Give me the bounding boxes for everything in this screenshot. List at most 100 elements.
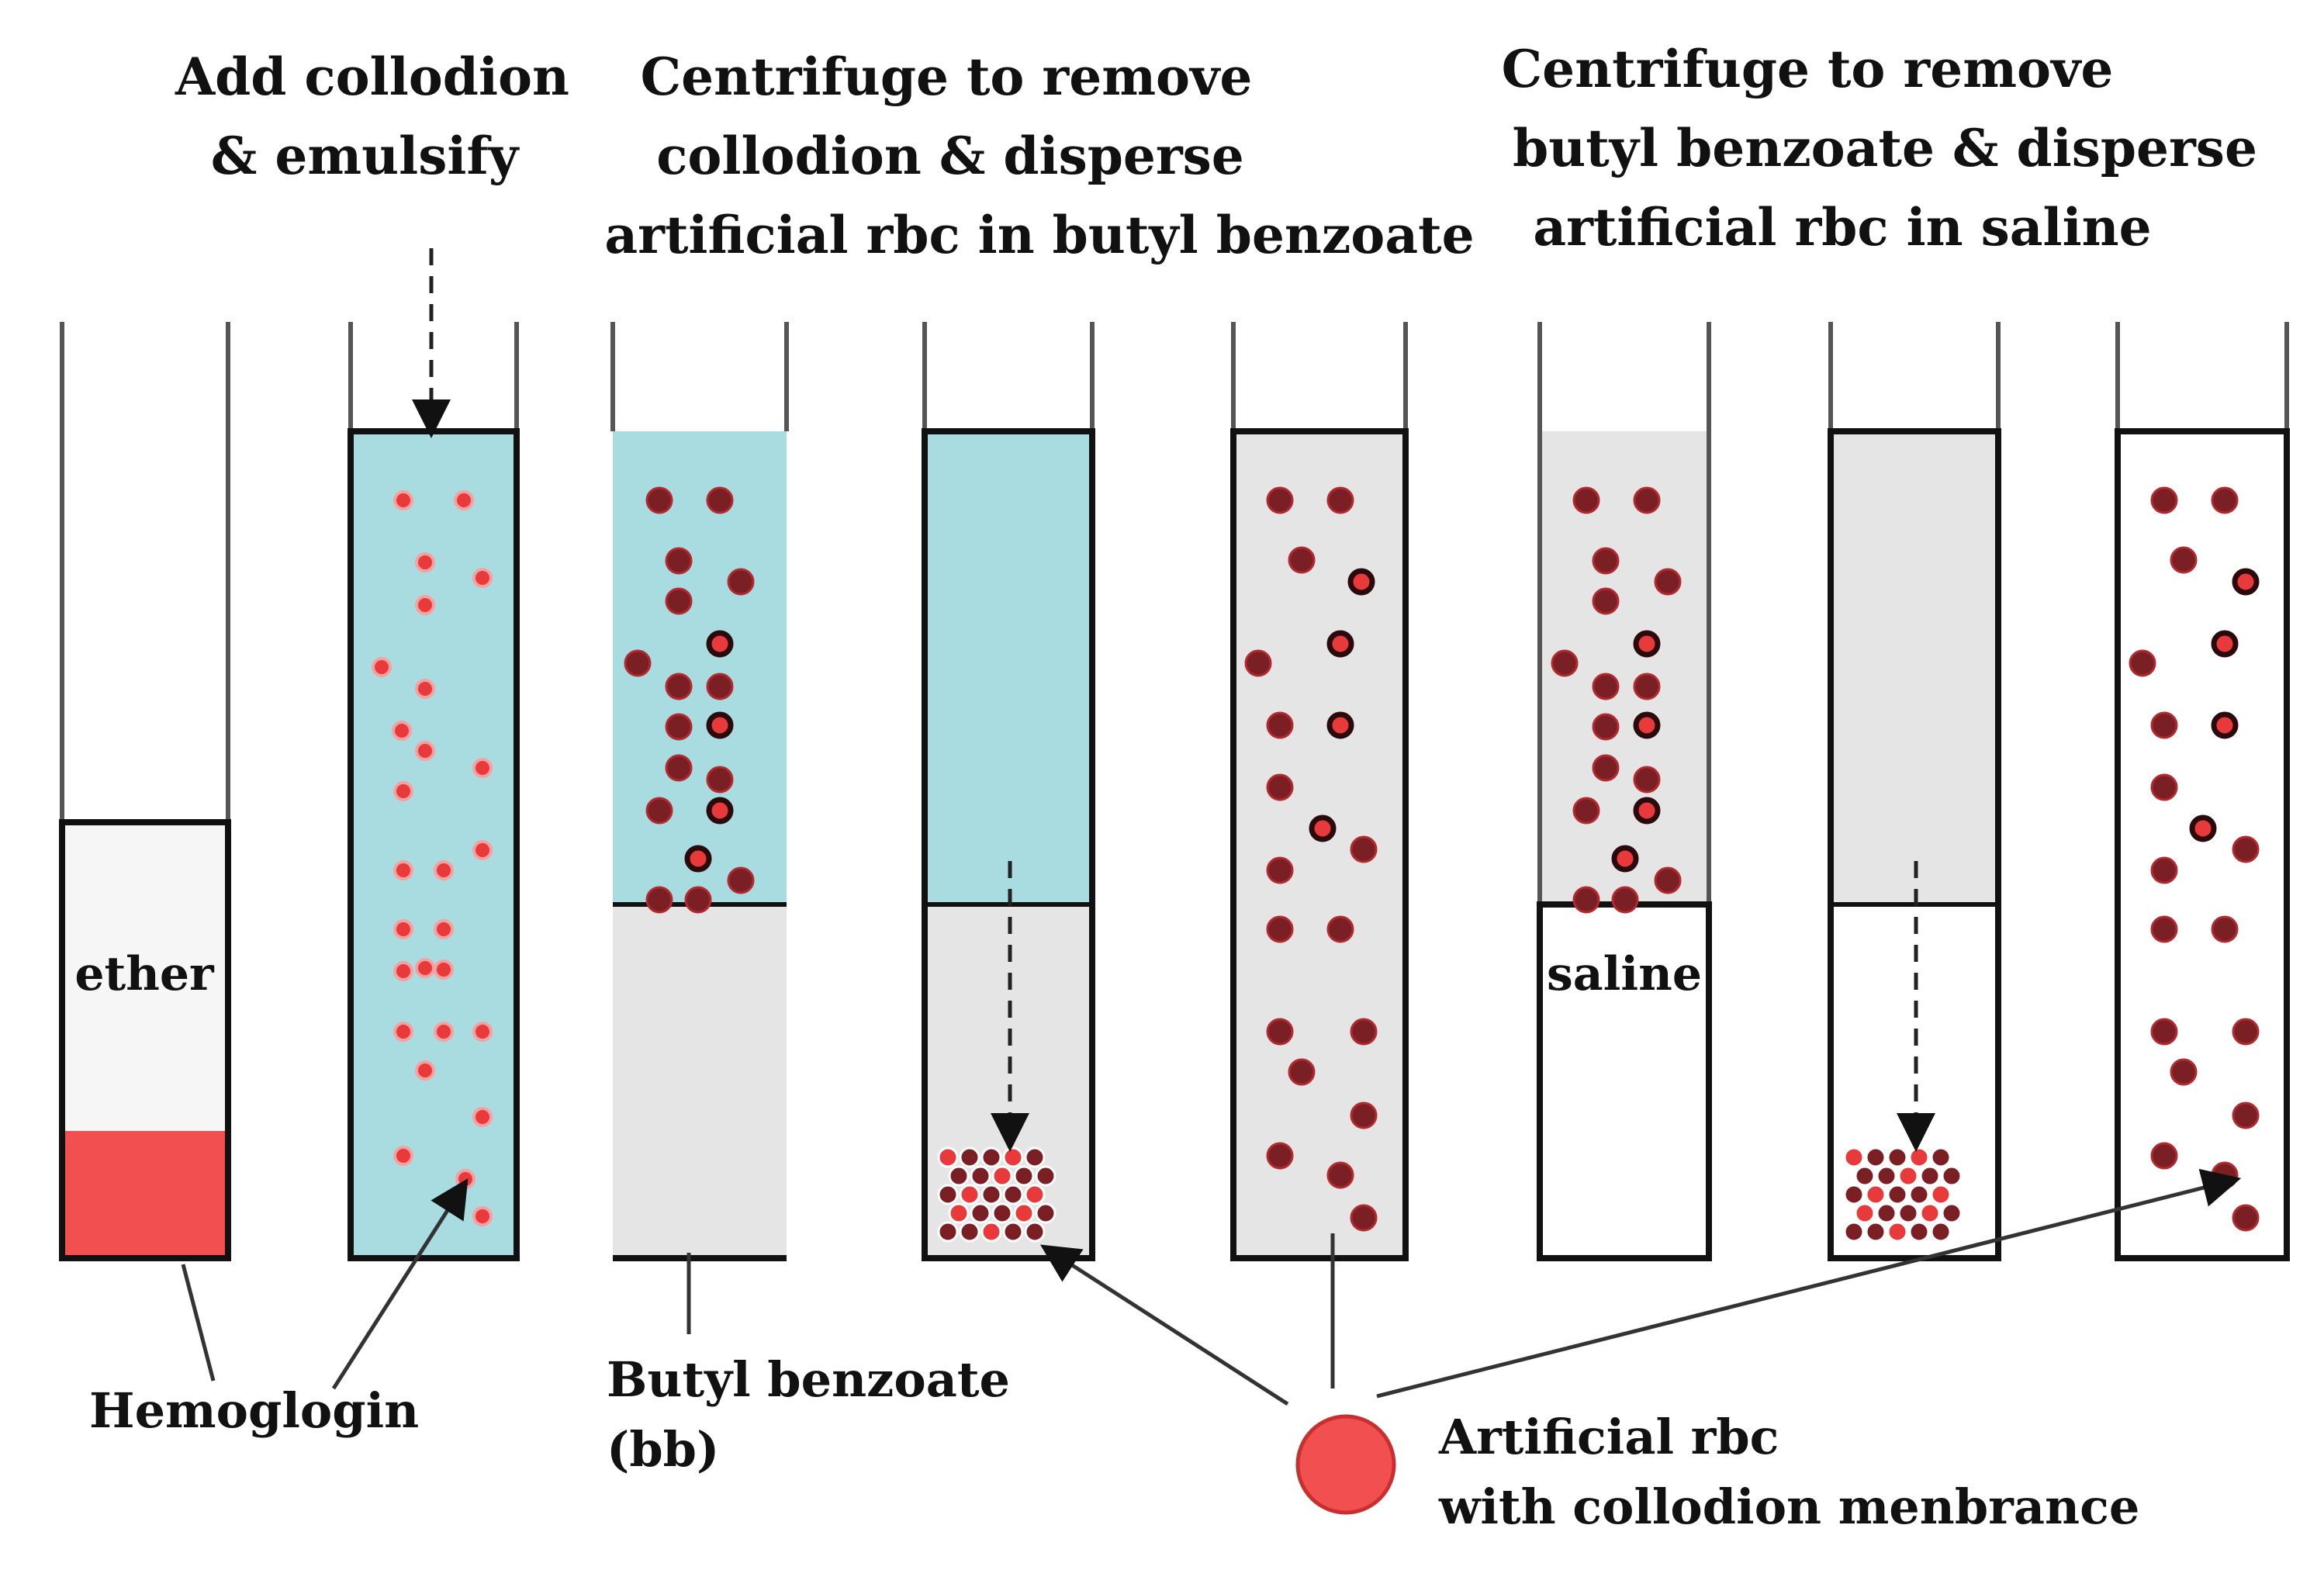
hemoglobin-droplet (472, 568, 493, 588)
pelleted-rbc (937, 1184, 959, 1205)
artificial-rbc (706, 630, 734, 658)
pelleted-rbc (1002, 1184, 1024, 1205)
artificial-rbc (1350, 1101, 1378, 1129)
hemoglobin-droplet (393, 961, 413, 981)
pelleted-rbc (970, 1202, 991, 1224)
pelleted-rbc (1930, 1146, 1952, 1168)
pelleted-rbc (1865, 1184, 1887, 1205)
artificial-rbc (727, 568, 755, 596)
artificial-rbc (665, 673, 693, 700)
hemoglobin-droplet (393, 781, 413, 801)
pelleted-rbc (1024, 1146, 1046, 1168)
artificial-rbc-particles (1244, 486, 1378, 1232)
artificial-rbc (2150, 1018, 2178, 1046)
artificial-rbc (1592, 673, 1620, 700)
step-2-header-line-3: artificial rbc in butyl benzoate (604, 205, 1474, 265)
ether-label: ether (74, 947, 215, 1001)
artificial-rbc (2150, 773, 2178, 801)
hemoglobin-droplet (472, 1107, 493, 1127)
artificial-rbc-particles (1551, 486, 1682, 914)
hemoglobin-droplet (415, 741, 435, 761)
artificial-rbc (1347, 568, 1375, 596)
artificial-rbc-membrane-label: with collodion menbrance (1438, 1478, 2139, 1535)
hemoglobin-droplet (392, 721, 412, 741)
hemoglobin-pointer-1 (181, 1264, 216, 1382)
hemoglobin-droplet (393, 1022, 413, 1042)
artificial-rbc-label: Artificial rbc (1438, 1409, 1779, 1465)
step-1-header-line-1: Add collodion (175, 47, 569, 107)
artificial-rbc (1288, 546, 1316, 574)
pelleted-rbc (959, 1184, 980, 1205)
artificial-rbc (684, 845, 712, 873)
artificial-rbc (2129, 649, 2156, 677)
pelleted-rbc (1908, 1221, 1930, 1243)
artificial-rbc (1266, 486, 1294, 514)
pelleted-rbc (1930, 1184, 1952, 1205)
artificial-rbc (2211, 630, 2239, 658)
step-1-header-line-2: & emulsify (211, 126, 520, 186)
pelleted-rbc (980, 1221, 1002, 1243)
hemoglobin-droplet (415, 595, 435, 615)
artificial-rbc (1326, 630, 1354, 658)
artificial-rbc (1592, 754, 1620, 782)
artificial-rbc (1633, 766, 1661, 794)
artificial-rbc (2150, 856, 2178, 884)
artificial-rbc (1654, 568, 1682, 596)
hemoglobin-droplet (472, 1022, 493, 1042)
pelleted-rbc (1876, 1202, 1897, 1224)
tube-3-layered (610, 322, 789, 1261)
artificial-rbc (2232, 568, 2260, 596)
pelleted-rbc (1854, 1202, 1876, 1224)
artificial-rbc (2150, 915, 2178, 943)
artificial-rbc (624, 649, 652, 677)
pelleted-rbc (1035, 1202, 1057, 1224)
pelleted-rbc (1024, 1184, 1046, 1205)
pelleted-rbc (1865, 1146, 1887, 1168)
step-3-header-line-3: artificial rbc in saline (1533, 197, 2151, 258)
artificial-rbc (2189, 814, 2217, 842)
artificial-rbc (2170, 1058, 2198, 1086)
step-2-header-line-2: collodion & disperse (656, 126, 1244, 186)
artificial-rbc-particles (624, 486, 755, 914)
artificial-rbc (2150, 711, 2178, 739)
rbc-pellet (937, 1146, 1057, 1243)
artificial-rbc (2150, 486, 2178, 514)
pelleted-rbc (1897, 1202, 1919, 1224)
pointer-lines (181, 1168, 2242, 1406)
pelleted-rbc (1887, 1221, 1908, 1243)
hemoglobin-droplets (372, 490, 493, 1226)
artificial-rbc (2211, 486, 2239, 514)
pelleted-rbc (1024, 1221, 1046, 1243)
pelleted-rbc (959, 1221, 980, 1243)
artificial-rbc (2211, 711, 2239, 739)
artificial-rbc (665, 587, 693, 615)
artificial-rbc (1244, 649, 1272, 677)
hemoglobin-droplet (434, 860, 454, 880)
artificial-rbc (706, 486, 734, 514)
artificial-rbc (2232, 1018, 2260, 1046)
hemoglobin-droplet (472, 840, 493, 860)
hemoglobin-droplet (415, 552, 435, 572)
hemoglobin-droplet (415, 958, 435, 978)
artificial-rbc (1326, 486, 1354, 514)
hemoglobin-droplet (434, 919, 454, 939)
pelleted-rbc (980, 1184, 1002, 1205)
artificial-rbc (1326, 711, 1354, 739)
artificial-rbc (665, 713, 693, 741)
butyl-benzoate-abbrev-label: (bb) (607, 1421, 719, 1478)
tube-7-centrifuged (1828, 322, 2001, 1261)
artificial-rbc (1592, 547, 1620, 575)
tube-2-collodion-emulsion (348, 322, 520, 1261)
artificial-rbc (645, 486, 673, 514)
artificial-rbc (2232, 1101, 2260, 1129)
artificial-rbc (706, 673, 734, 700)
artificial-rbc (2211, 915, 2239, 943)
artificial-rbc (1611, 886, 1639, 914)
hemoglobin-droplet (393, 919, 413, 939)
pelleted-rbc (1035, 1165, 1057, 1187)
pelleted-rbc (1013, 1165, 1035, 1187)
hemoglobin-droplet (434, 960, 454, 980)
artificial-rbc-legend-icon (1295, 1414, 1396, 1515)
pelleted-rbc (1865, 1221, 1887, 1243)
